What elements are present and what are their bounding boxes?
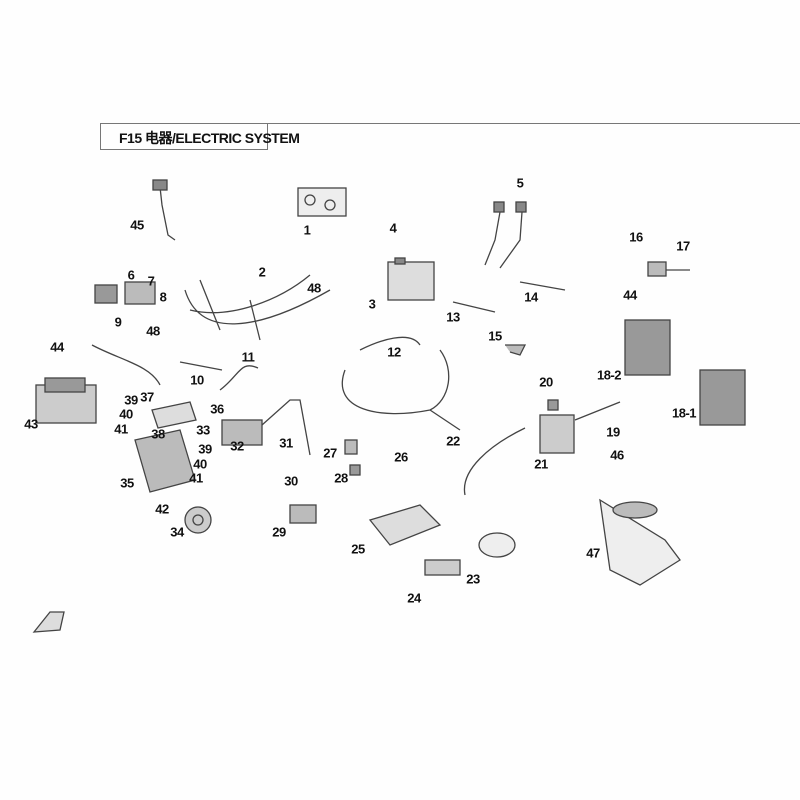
callout-number: 28 bbox=[334, 470, 348, 486]
part-bracket-15 bbox=[505, 344, 527, 356]
callout-number: 12 bbox=[387, 344, 401, 360]
callout-number: 5 bbox=[516, 175, 524, 191]
part-fuse-box bbox=[35, 377, 97, 424]
callout-number: 43 bbox=[24, 416, 38, 432]
diagram-title: F15 电器/ELECTRIC SYSTEM bbox=[119, 130, 300, 146]
callout-number: 25 bbox=[351, 541, 365, 557]
callout-number: 14 bbox=[524, 289, 538, 305]
callout-number: 4 bbox=[389, 220, 397, 236]
callout-number: 18-2 bbox=[596, 367, 622, 383]
callout-number: 48 bbox=[146, 323, 160, 339]
callout-number: 9 bbox=[114, 314, 122, 330]
part-wire-9 bbox=[91, 344, 161, 386]
callout-number: 8 bbox=[159, 289, 167, 305]
callout-number: 20 bbox=[539, 374, 553, 390]
callout-number: 31 bbox=[279, 435, 293, 451]
part-main-harness bbox=[184, 274, 331, 341]
part-relay-cover bbox=[151, 401, 197, 429]
callout-number: 48 bbox=[307, 280, 321, 296]
callout-number: 7 bbox=[147, 273, 155, 289]
part-wire-13 bbox=[452, 301, 496, 313]
callout-number: 46 bbox=[610, 447, 624, 463]
callout-number: 17 bbox=[676, 238, 690, 254]
callout-number: 36 bbox=[210, 401, 224, 417]
callout-number: 35 bbox=[120, 475, 134, 491]
callout-number: 45 bbox=[130, 217, 144, 233]
callout-number: 21 bbox=[534, 456, 548, 472]
callout-number: 34 bbox=[170, 524, 184, 540]
part-cable-19 bbox=[574, 401, 621, 421]
callout-number: 44 bbox=[50, 339, 64, 355]
callout-number: 23 bbox=[466, 571, 480, 587]
callout-number: 24 bbox=[407, 590, 421, 606]
part-ecu bbox=[368, 504, 442, 546]
title-box: F15 电器/ELECTRIC SYSTEM bbox=[100, 123, 300, 150]
callout-number: 15 bbox=[488, 328, 502, 344]
part-sub-harness bbox=[341, 336, 461, 431]
callout-number: 29 bbox=[272, 524, 286, 540]
callout-number: 19 bbox=[606, 424, 620, 440]
part-regulator-18-1 bbox=[699, 369, 746, 426]
part-fuel-sensor bbox=[424, 532, 516, 576]
part-regulator-18-2 bbox=[624, 319, 671, 376]
part-bracket-27 bbox=[344, 439, 361, 476]
part-wire-10 bbox=[179, 361, 223, 371]
callout-number: 11 bbox=[241, 349, 255, 365]
callout-number: 3 bbox=[368, 296, 376, 312]
callout-number: 13 bbox=[446, 309, 460, 325]
callout-number: 42 bbox=[155, 501, 169, 517]
part-sensor-29 bbox=[289, 504, 317, 524]
part-sensors bbox=[484, 201, 527, 269]
callout-number: 40 bbox=[119, 406, 133, 422]
part-wire-14 bbox=[519, 281, 566, 291]
callout-number: 32 bbox=[230, 438, 244, 454]
part-horn bbox=[184, 506, 212, 534]
part-relay-box bbox=[134, 429, 196, 493]
frame-line bbox=[100, 123, 800, 124]
part-starter-relay bbox=[539, 399, 575, 454]
part-ignition-coil bbox=[221, 399, 311, 456]
callout-number: 38 bbox=[151, 426, 165, 442]
callout-number: 33 bbox=[196, 422, 210, 438]
callout-number: 18-1 bbox=[671, 405, 697, 421]
callout-number: 1 bbox=[303, 222, 311, 238]
callout-number: 6 bbox=[127, 267, 135, 283]
part-antenna bbox=[152, 179, 176, 241]
callout-number: 26 bbox=[394, 449, 408, 465]
callout-number: 22 bbox=[446, 433, 460, 449]
callout-number: 2 bbox=[258, 264, 266, 280]
callout-number: 41 bbox=[114, 421, 128, 437]
part-connectors bbox=[297, 187, 347, 217]
callout-number: 40 bbox=[193, 456, 207, 472]
callout-number: 44 bbox=[623, 287, 637, 303]
part-wire-11 bbox=[219, 365, 259, 391]
callout-number: 30 bbox=[284, 473, 298, 489]
callout-number: 41 bbox=[189, 470, 203, 486]
callout-number: 47 bbox=[586, 545, 600, 561]
nav-arrow-icon bbox=[32, 611, 65, 633]
part-cable-22 bbox=[463, 427, 526, 496]
part-relay-16 bbox=[647, 261, 690, 277]
part-battery bbox=[387, 257, 435, 301]
callout-number: 16 bbox=[629, 229, 643, 245]
callout-number: 39 bbox=[198, 441, 212, 457]
callout-number: 39 bbox=[124, 392, 138, 408]
part-switch-cluster bbox=[94, 281, 156, 305]
callout-number: 10 bbox=[190, 372, 204, 388]
part-fuel-pump bbox=[599, 498, 681, 586]
callout-number: 27 bbox=[323, 445, 337, 461]
callout-number: 37 bbox=[140, 389, 154, 405]
